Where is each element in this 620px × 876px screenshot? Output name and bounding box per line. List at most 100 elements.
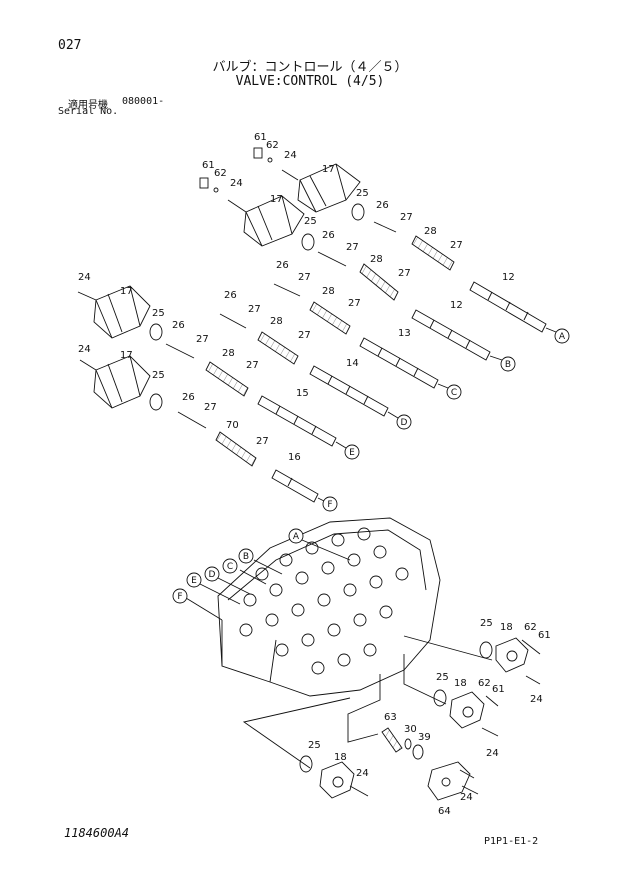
plug-61 (253, 147, 263, 159)
plug-61 (485, 695, 499, 707)
part-label-25: 25 (356, 188, 369, 199)
bolt-24 (77, 291, 97, 301)
part-label-26: 26 (224, 290, 237, 301)
part-label-63: 63 (384, 712, 397, 723)
part-label-24: 24 (530, 694, 543, 705)
spring-28 (359, 263, 399, 301)
cap-18-middle (449, 691, 485, 729)
body-callout-f-circle (172, 588, 188, 604)
stopper-26 (317, 251, 347, 267)
callout-d: D (401, 418, 408, 428)
callout-d-circle (396, 414, 412, 430)
part-label-28: 28 (424, 226, 437, 237)
part-label-27: 27 (400, 212, 413, 223)
part-label-27: 27 (204, 402, 217, 413)
callout-c-circle (446, 384, 462, 400)
body-callout-e-circle (186, 572, 202, 588)
serial-label-jp: 適用号機 (68, 100, 108, 111)
o-ring-25 (149, 393, 163, 411)
body-callout-e: E (191, 576, 197, 586)
cover-17-second (243, 195, 305, 247)
stopper-26 (177, 411, 207, 429)
part-label-24: 24 (78, 272, 91, 283)
part-label-27: 27 (348, 298, 361, 309)
spool-13 (359, 337, 449, 389)
bolt-24 (525, 675, 541, 685)
plug-61 (521, 639, 541, 655)
part-label-27: 27 (196, 334, 209, 345)
body-callout-d: D (209, 570, 216, 580)
page-reference: P1P1-E1-2 (484, 836, 539, 847)
spring-28 (309, 301, 351, 335)
bolt-24 (461, 785, 479, 795)
part-label-61: 61 (254, 132, 267, 143)
stopper-26 (273, 283, 301, 297)
part-label-28: 28 (322, 286, 335, 297)
o-ring-25 (149, 323, 163, 341)
part-label-26: 26 (376, 200, 389, 211)
leader-d (217, 577, 251, 595)
spring-28 (411, 235, 455, 271)
bolt-24 (281, 169, 299, 181)
part-label-24: 24 (486, 748, 499, 759)
bolt-24 (481, 727, 499, 737)
callout-b-circle (500, 356, 516, 372)
part-label-62: 62 (478, 678, 491, 689)
part-label-64: 64 (438, 806, 451, 817)
bolt-24 (227, 199, 247, 213)
serial-value: 080001- (122, 96, 165, 107)
part-label-17: 17 (322, 164, 335, 175)
spool-14 (309, 365, 399, 419)
part-label-17: 17 (120, 350, 133, 361)
spool-12-upper (469, 281, 557, 333)
part-label-26: 26 (322, 230, 335, 241)
part-label-62: 62 (266, 140, 279, 151)
part-label-26: 26 (172, 320, 185, 331)
plate-64 (427, 761, 471, 801)
part-label-12: 12 (450, 300, 463, 311)
part-label-27: 27 (246, 360, 259, 371)
cap-18-lower (319, 761, 355, 799)
leader-e (199, 583, 241, 605)
part-label-17: 17 (270, 194, 283, 205)
part-label-18: 18 (500, 622, 513, 633)
o-ring-25 (479, 641, 493, 659)
part-label-28: 28 (370, 254, 383, 265)
part-label-17: 17 (120, 286, 133, 297)
title-english: VALVE:CONTROL (4/5) (235, 74, 385, 89)
cover-17-left-upper (93, 285, 151, 339)
part-label-26: 26 (276, 260, 289, 271)
title-japanese: バルブ：コントロール（４／５） (212, 60, 408, 75)
part-label-24: 24 (284, 150, 297, 161)
body-callout-b: B (243, 552, 249, 562)
part-label-27: 27 (398, 268, 411, 279)
valve-body (217, 517, 441, 697)
callout-a-circle (554, 328, 570, 344)
callout-e: E (349, 448, 355, 458)
part-label-24: 24 (460, 792, 473, 803)
cover-17-left-lower (93, 355, 151, 409)
part-label-14: 14 (346, 358, 359, 369)
o-ring-62 (267, 157, 273, 163)
routing-line (403, 635, 493, 661)
stopper-26 (373, 221, 397, 233)
part-label-27: 27 (298, 330, 311, 341)
page-number: 027 (58, 38, 82, 53)
spool-16 (271, 469, 327, 503)
o-ring-30 (404, 738, 412, 750)
body-callout-a-circle (288, 528, 304, 544)
part-label-70: 70 (226, 420, 239, 431)
part-label-18: 18 (454, 678, 467, 689)
cap-18-upper (495, 637, 529, 673)
part-label-18: 18 (334, 752, 347, 763)
callout-e-circle (344, 444, 360, 460)
leader-b (253, 559, 283, 575)
callout-c: C (451, 388, 457, 398)
part-label-16: 16 (288, 452, 301, 463)
o-ring-25 (299, 755, 313, 773)
part-label-62: 62 (214, 168, 227, 179)
callout-a: A (559, 332, 566, 342)
part-label-13: 13 (398, 328, 411, 339)
part-label-24: 24 (230, 178, 243, 189)
